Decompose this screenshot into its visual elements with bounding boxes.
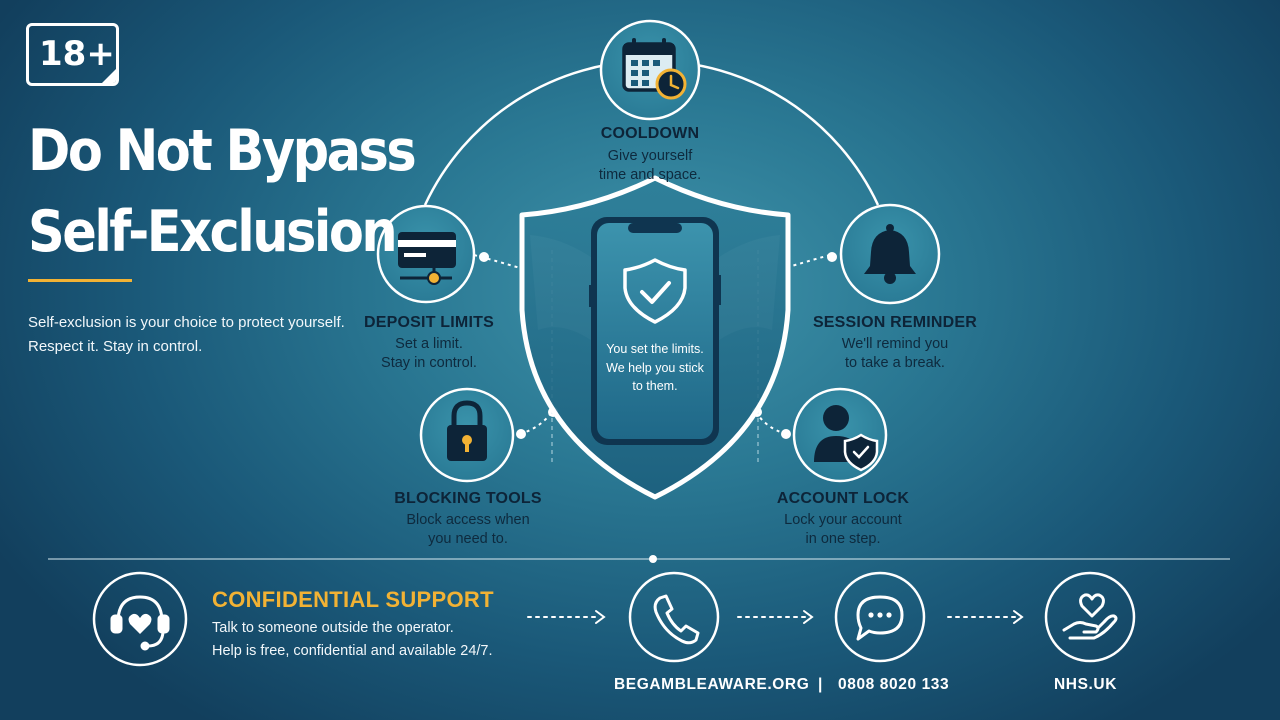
deposit-limits-feature: DEPOSIT LIMITS Set a limit. Stay in cont… (343, 314, 515, 373)
blocking-tools-circle (419, 387, 515, 483)
section-divider (48, 555, 1230, 563)
blocking-tools-desc-1: Block access when (406, 512, 530, 528)
phone-text-line-3: to them. (632, 379, 678, 393)
dotted-arrows (527, 610, 1024, 624)
account-lock-title: ACCOUNT LOCK (776, 490, 910, 507)
session-reminder-desc-2: to take a break. (845, 355, 945, 371)
phone-icon (589, 217, 721, 445)
helpline-number[interactable]: 0808 8020 133 (838, 676, 950, 693)
cooldown-desc-1: Give yourself (607, 148, 693, 164)
blocking-tools-title: BLOCKING TOOLS (394, 490, 542, 507)
calendar-clock-icon (622, 38, 687, 100)
phone-circle[interactable] (628, 571, 720, 663)
nhs-link[interactable]: NHS.UK (1054, 676, 1118, 693)
nhs-circle[interactable] (1044, 571, 1136, 663)
intro-line-2: Respect it. Stay in control. (28, 338, 203, 355)
support-desc-line-2: Help is free, confidential and available… (212, 643, 493, 659)
account-lock-desc-2: in one step. (805, 531, 881, 547)
account-lock-circle (792, 387, 888, 483)
bell-icon (864, 224, 916, 284)
footer-separator: | (818, 676, 823, 693)
support-headset-circle (92, 571, 188, 667)
deposit-limits-desc-2: Stay in control. (381, 355, 477, 371)
badge-corner (100, 67, 116, 83)
chat-bubble-icon (856, 595, 904, 641)
session-reminder-circle (839, 203, 941, 305)
phone-screen-text: You set the limits. We help you stick to… (598, 340, 712, 396)
padlock-icon (447, 400, 487, 461)
deposit-limits-desc-1: Set a limit. (395, 336, 463, 352)
title-line-1: Do Not Bypass (28, 118, 417, 185)
support-title: CONFIDENTIAL SUPPORT (212, 587, 494, 612)
title-line-2: Self-Exclusion (28, 199, 398, 266)
session-reminder-desc-1: We'll remind you (841, 336, 949, 352)
account-lock-feature: ACCOUNT LOCK Lock your account in one st… (753, 490, 933, 549)
support-desc-line-1: Talk to someone outside the operator. (212, 620, 454, 636)
blocking-tools-desc-2: you need to. (428, 531, 508, 547)
intro-line-1: Self-exclusion is your choice to protect… (28, 314, 345, 331)
age-restriction-badge: 18+ (26, 23, 119, 86)
begambleaware-link[interactable]: BEGAMBLEAWARE.ORG (614, 676, 810, 693)
deposit-limits-circle (376, 204, 476, 304)
cooldown-desc-2: time and space. (598, 167, 702, 183)
phone-handset-icon (653, 594, 700, 645)
hand-heart-icon (1062, 593, 1118, 640)
session-reminder-title: SESSION REMINDER (812, 314, 978, 331)
cooldown-feature: COOLDOWN Give yourself time and space. (560, 125, 740, 185)
shield-check-icon (623, 258, 687, 324)
intro-text: Self-exclusion is your choice to protect… (28, 311, 373, 359)
account-lock-desc-1: Lock your account (784, 512, 902, 528)
headset-heart-icon (110, 595, 170, 651)
session-reminder-feature: SESSION REMINDER We'll remind you to tak… (800, 314, 990, 373)
credit-card-icon (398, 232, 456, 285)
chat-circle[interactable] (834, 571, 926, 663)
cooldown-title: COOLDOWN (600, 125, 700, 142)
blocking-tools-feature: BLOCKING TOOLS Block access when you nee… (378, 490, 558, 549)
deposit-limits-title: DEPOSIT LIMITS (364, 314, 494, 331)
phone-text-line-2: We help you stick (606, 360, 704, 375)
user-shield-icon (814, 405, 879, 472)
support-description: Talk to someone outside the operator. He… (212, 617, 572, 663)
title-underline (28, 279, 132, 282)
phone-text-line-1: You set the limits. (606, 342, 704, 356)
page-title: Do Not Bypass Self-Exclusion (28, 112, 418, 273)
cooldown-circle (599, 19, 701, 121)
